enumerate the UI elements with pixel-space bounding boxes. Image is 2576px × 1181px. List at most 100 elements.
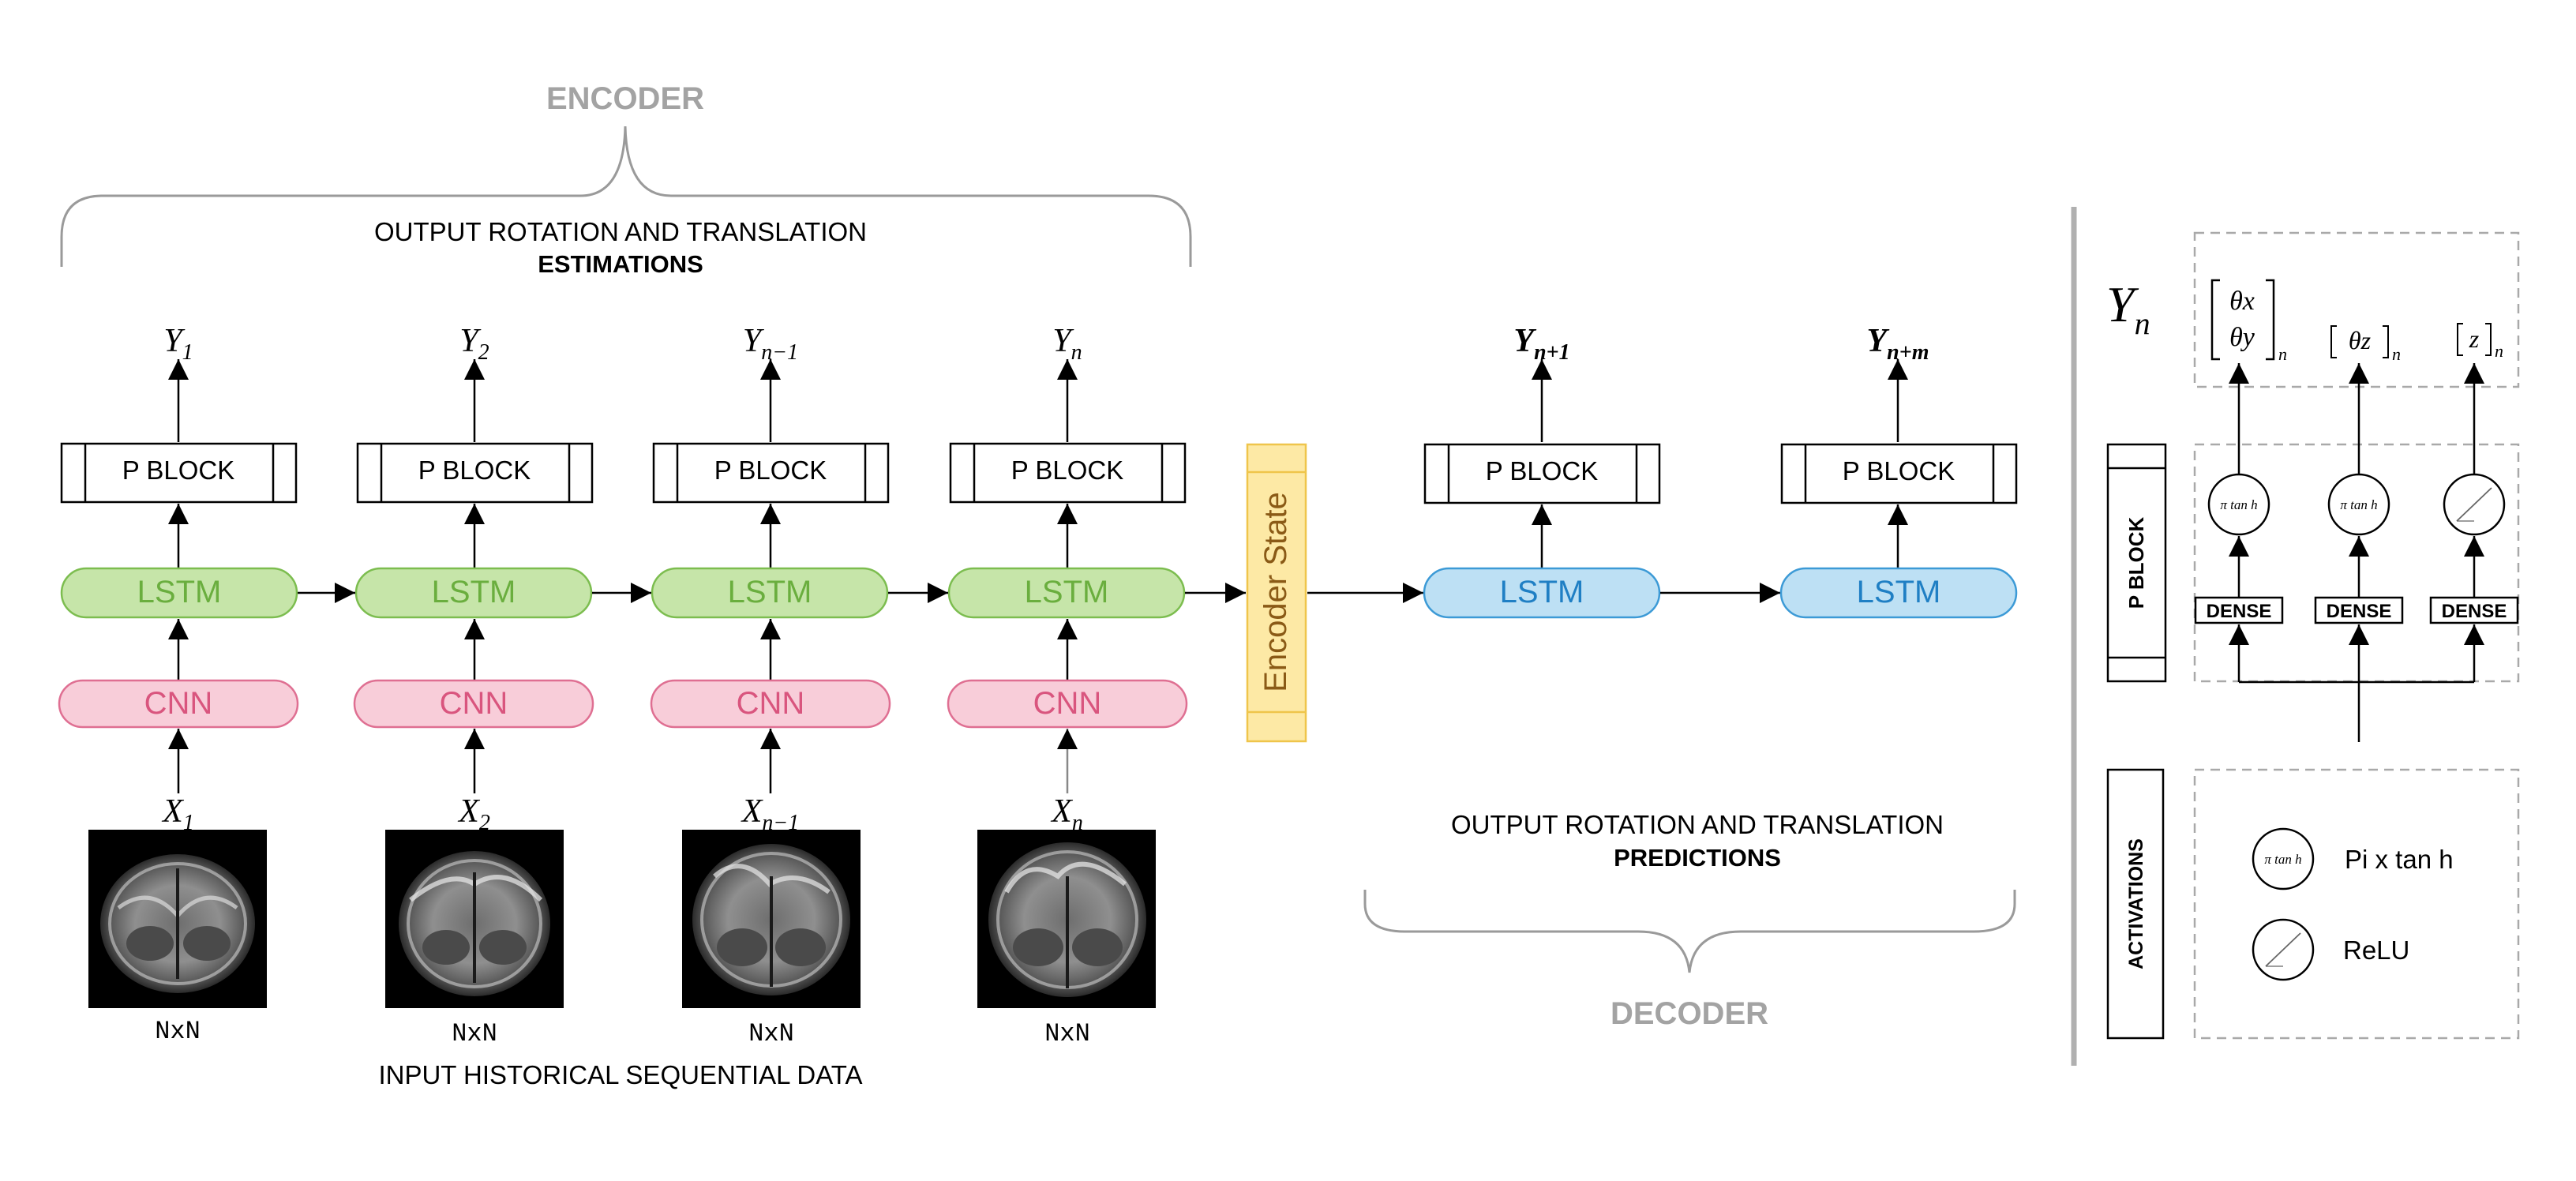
p-block: P BLOCK [1780, 443, 2018, 504]
legend-pitanh-entry: π tan h Pi x tan h [2252, 827, 2454, 890]
legend-activations-bar: ACTIVATIONS [2106, 768, 2165, 1040]
p-block: P BLOCK [356, 442, 594, 504]
encoder-state-label: Encoder State [1258, 492, 1293, 692]
vector-sub: n [2495, 341, 2503, 361]
image-size-label: NxN [452, 1019, 497, 1048]
cnn-label: CNN [737, 686, 805, 721]
theta-xy-vector: θx θy n [2210, 279, 2287, 364]
decoder-column: Yn+m P BLOCK LSTM [1779, 323, 2018, 619]
encoder-column: Yn P BLOCK LSTM CNN Xn NxN [947, 323, 1188, 1048]
pi-tanh-name: Pi x tan h [2345, 845, 2454, 874]
lstm-label: LSTM [432, 575, 516, 609]
cnn-node: CNN [947, 679, 1188, 729]
lstm-encoder-node: LSTM [651, 567, 889, 619]
legend-pblock-bar: P BLOCK [2106, 443, 2167, 683]
lstm-label: LSTM [1857, 575, 1941, 609]
lstm-decoder-node: LSTM [1779, 567, 2018, 619]
vector-sub: n [2278, 344, 2287, 364]
image-size-label: NxN [155, 1017, 201, 1046]
p-block: P BLOCK [652, 442, 890, 504]
p-block-label: P BLOCK [1486, 456, 1598, 486]
p-block-label: P BLOCK [418, 456, 531, 485]
legend-output-box [2193, 231, 2520, 388]
p-block: P BLOCK [1423, 443, 1661, 504]
x-input-label: Xn [1050, 793, 1083, 835]
dense-label: DENSE [2442, 601, 2507, 622]
mri-slice-image [385, 830, 564, 1008]
decoder-title: DECODER [1610, 996, 1768, 1031]
theta-z-vector: θz n [2330, 325, 2401, 364]
legend-pblock-box [2193, 443, 2520, 683]
input-label: INPUT HISTORICAL SEQUENTIAL DATA [378, 1060, 862, 1089]
encoder-output-line2: ESTIMATIONS [538, 250, 703, 278]
y-output-label: Y1 [163, 323, 193, 365]
theta-x-text: θx [2229, 287, 2255, 316]
y-output-label: Yn+m [1867, 323, 1929, 365]
dense-label: DENSE [2327, 601, 2392, 622]
pi-tanh-icon [2252, 827, 2315, 890]
y-output-label: Yn+1 [1513, 323, 1569, 365]
image-size-label: NxN [1044, 1019, 1090, 1048]
p-block-label: P BLOCK [122, 456, 234, 485]
pi-tanh-icon [2207, 473, 2270, 536]
lstm-encoder-node: LSTM [60, 567, 298, 619]
z-text: z [2469, 324, 2480, 353]
theta-z-text: θz [2349, 326, 2372, 354]
lstm-label: LSTM [1025, 575, 1109, 609]
dense-input-connector [2239, 624, 2484, 742]
mri-slice-image [977, 830, 1156, 1008]
encoder-column: Yn−1 P BLOCK LSTM CNN Xn−1 NxN [650, 323, 891, 1048]
decoder-column: Yn+1 P BLOCK LSTM [1423, 323, 1661, 619]
encoder-column: Y2 P BLOCK LSTM CNN X2 NxN [353, 323, 594, 1048]
lstm-encoder-node: LSTM [947, 567, 1186, 619]
decoder-brace [1363, 890, 2016, 973]
cnn-label: CNN [1033, 686, 1102, 721]
lstm-encoder-node: LSTM [354, 567, 593, 619]
p-block: P BLOCK [60, 442, 298, 504]
p-block-label: P BLOCK [1011, 456, 1123, 485]
p-block-label: P BLOCK [1843, 456, 1955, 486]
encoder-brace [60, 126, 1192, 267]
pi-tanh-glyph: π tan h [2340, 497, 2377, 512]
legend-relu-entry: ReLU [2252, 918, 2409, 981]
z-vector: z n [2457, 323, 2503, 361]
dense-label: DENSE [2207, 601, 2272, 622]
encoder-state-bar: Encoder State [1246, 443, 1307, 743]
cnn-node: CNN [58, 679, 299, 729]
pi-tanh-glyph: π tan h [2264, 852, 2301, 867]
p-block: P BLOCK [949, 442, 1187, 504]
theta-y-text: θy [2229, 323, 2255, 352]
lstm-label: LSTM [137, 575, 222, 609]
relu-name: ReLU [2343, 935, 2409, 965]
decoder-output-line1: OUTPUT ROTATION AND TRANSLATION [1451, 810, 1944, 839]
mri-slice-image [88, 830, 267, 1008]
encoder-output-line1: OUTPUT ROTATION AND TRANSLATION [374, 217, 867, 246]
vector-sub: n [2392, 344, 2401, 364]
dense-branch-3: DENSE [2429, 363, 2519, 624]
cnn-node: CNN [650, 679, 891, 729]
encoder-title: ENCODER [546, 81, 704, 116]
dense-branch-1: π tan h DENSE [2194, 363, 2284, 682]
y-output-label: Yn [1052, 323, 1082, 365]
legend-pblock-label: P BLOCK [2124, 517, 2148, 609]
legend-activations-label: ACTIVATIONS [2125, 838, 2147, 969]
x-input-label: X2 [457, 793, 490, 835]
legend-yn-label: Yn [2106, 276, 2150, 341]
dense-branch-2: π tan h DENSE [2314, 363, 2404, 624]
cnn-node: CNN [353, 679, 594, 729]
legend-activations-box [2193, 768, 2520, 1040]
lstm-label: LSTM [728, 575, 812, 609]
p-block-label: P BLOCK [714, 456, 827, 485]
image-size-label: NxN [748, 1019, 794, 1048]
pi-tanh-icon [2327, 473, 2390, 536]
encoder-column: Y1 P BLOCK LSTM CNN X1 NxN [58, 323, 299, 1046]
y-output-label: Yn−1 [743, 323, 798, 365]
cnn-label: CNN [144, 686, 213, 721]
x-input-label: Xn−1 [741, 793, 800, 835]
mri-slice-image [682, 830, 861, 1008]
cnn-label: CNN [440, 686, 508, 721]
x-input-label: X1 [161, 793, 194, 835]
decoder-output-line2: PREDICTIONS [1614, 844, 1781, 872]
pi-tanh-glyph: π tan h [2220, 497, 2257, 512]
